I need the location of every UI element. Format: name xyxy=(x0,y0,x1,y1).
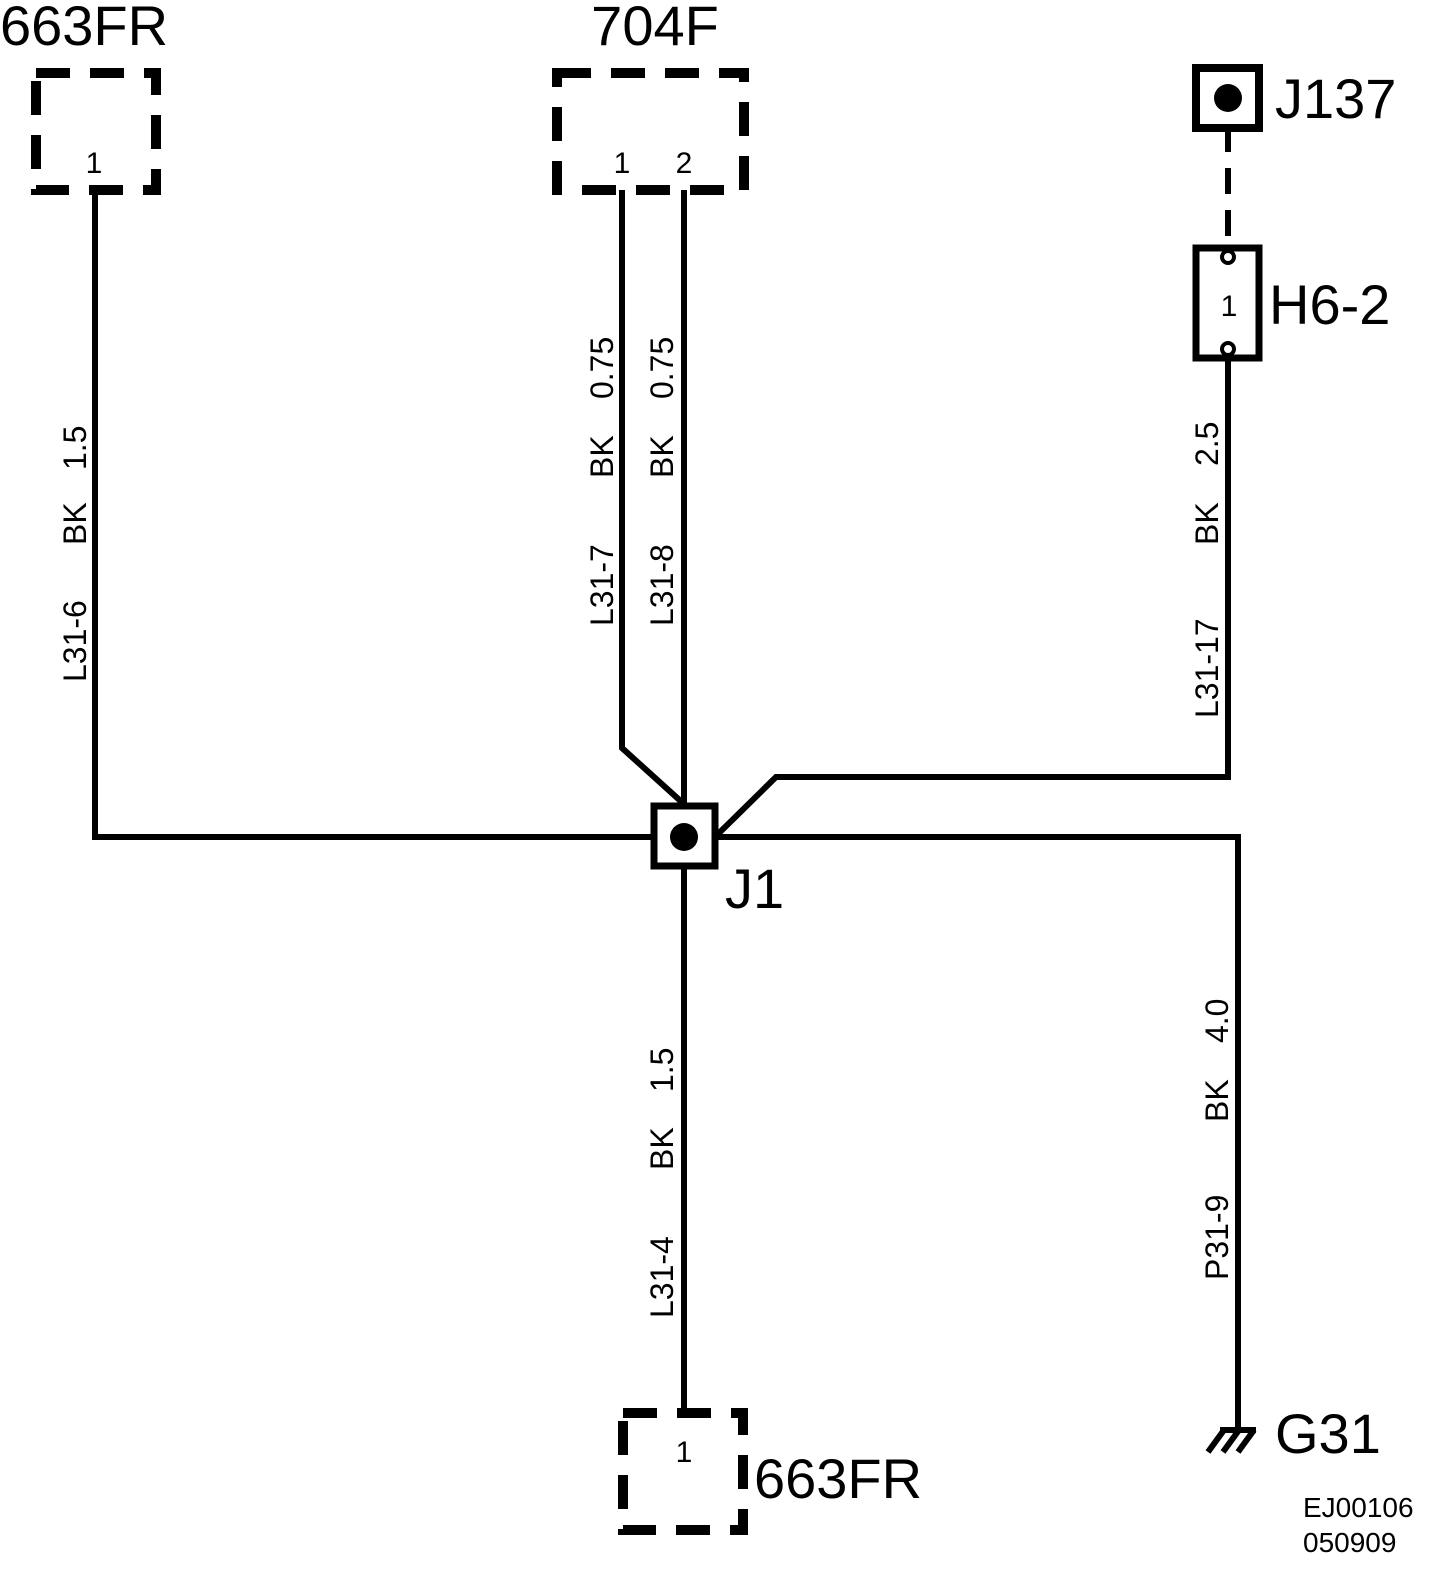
diagram-code: EJ00106 050909 xyxy=(1303,1492,1414,1558)
wires xyxy=(92,126,1241,1430)
diagram-code-date: 050909 xyxy=(1303,1527,1396,1558)
connector-663fr-bottom-pin: 1 xyxy=(676,1436,693,1469)
wire-p31-9-color: BK xyxy=(1199,1079,1235,1122)
connector-663fr-bottom-label: 663FR xyxy=(754,1447,922,1510)
ground-icon xyxy=(1205,1427,1257,1454)
connector-663fr-top: 1 663FR xyxy=(0,0,168,195)
wire-l31-6-color: BK xyxy=(57,502,93,545)
ground-g31-label: G31 xyxy=(1275,1402,1381,1465)
wire-l31-17 xyxy=(712,350,1231,840)
splice-j1: J1 xyxy=(650,802,784,920)
wire-p31-9-gauge: 4.0 xyxy=(1199,999,1235,1043)
connector-j137-label: J137 xyxy=(1275,67,1396,130)
splice-j1-dot xyxy=(670,823,698,851)
wire-l31-4-id: L31-4 xyxy=(644,1236,680,1318)
wire-p31-9-id: P31-9 xyxy=(1199,1195,1235,1280)
wire-l31-6 xyxy=(92,190,685,840)
connector-663fr-top-box xyxy=(31,68,161,195)
wire-l31-8-color: BK xyxy=(644,435,680,478)
connector-704f-pin-2: 2 xyxy=(676,147,693,180)
wire-l31-7-gauge: 0.75 xyxy=(584,337,620,399)
wire-l31-4-color: BK xyxy=(644,1127,680,1170)
wire-l31-8-gauge: 0.75 xyxy=(644,337,680,399)
wire-l31-17-id: L31-17 xyxy=(1189,618,1225,718)
wire-l31-7-id: L31-7 xyxy=(584,544,620,626)
connector-h6-2-box xyxy=(1192,244,1263,362)
wire-l31-7 xyxy=(619,190,688,808)
ground-g31: G31 xyxy=(1205,1402,1381,1465)
connector-663fr-bottom: 1 663FR xyxy=(618,1408,922,1535)
wire-l31-4-gauge: 1.5 xyxy=(644,1048,680,1092)
wire-l31-17-color: BK xyxy=(1189,502,1225,545)
wire-l31-8-id: L31-8 xyxy=(644,544,680,626)
wire-l31-6-gauge: 1.5 xyxy=(57,426,93,470)
connector-h6-2-label: H6-2 xyxy=(1269,273,1390,336)
splice-j1-label: J1 xyxy=(725,857,784,920)
connector-h6-2-pin: 1 xyxy=(1221,290,1238,323)
connector-j137-dot xyxy=(1214,84,1242,112)
connector-663fr-top-pin: 1 xyxy=(86,147,103,180)
connector-704f: 1 2 704F xyxy=(552,0,749,195)
wire-l31-6-id: L31-6 xyxy=(57,600,93,682)
diagram-code-id: EJ00106 xyxy=(1303,1492,1414,1523)
connector-h6-2-top-pin xyxy=(1220,249,1236,265)
wire-l31-17-gauge: 2.5 xyxy=(1189,422,1225,466)
wire-l31-7-color: BK xyxy=(584,435,620,478)
connector-704f-label: 704F xyxy=(591,0,719,57)
connector-j137: J137 xyxy=(1192,64,1396,132)
connector-h6-2-bottom-pin xyxy=(1220,341,1236,357)
connector-663fr-bottom-box xyxy=(618,1408,748,1535)
connector-704f-pin-1: 1 xyxy=(614,147,631,180)
wire-labels: L31-6 BK 1.5 L31-7 BK 0.75 L31-8 BK 0.75… xyxy=(57,337,1235,1318)
connector-663fr-top-label: 663FR xyxy=(0,0,168,57)
splice-j1-box xyxy=(650,802,719,870)
connector-704f-box xyxy=(552,68,749,195)
connector-h6-2: 1 H6-2 xyxy=(1192,244,1390,362)
wire-p31-9 xyxy=(715,834,1241,1430)
